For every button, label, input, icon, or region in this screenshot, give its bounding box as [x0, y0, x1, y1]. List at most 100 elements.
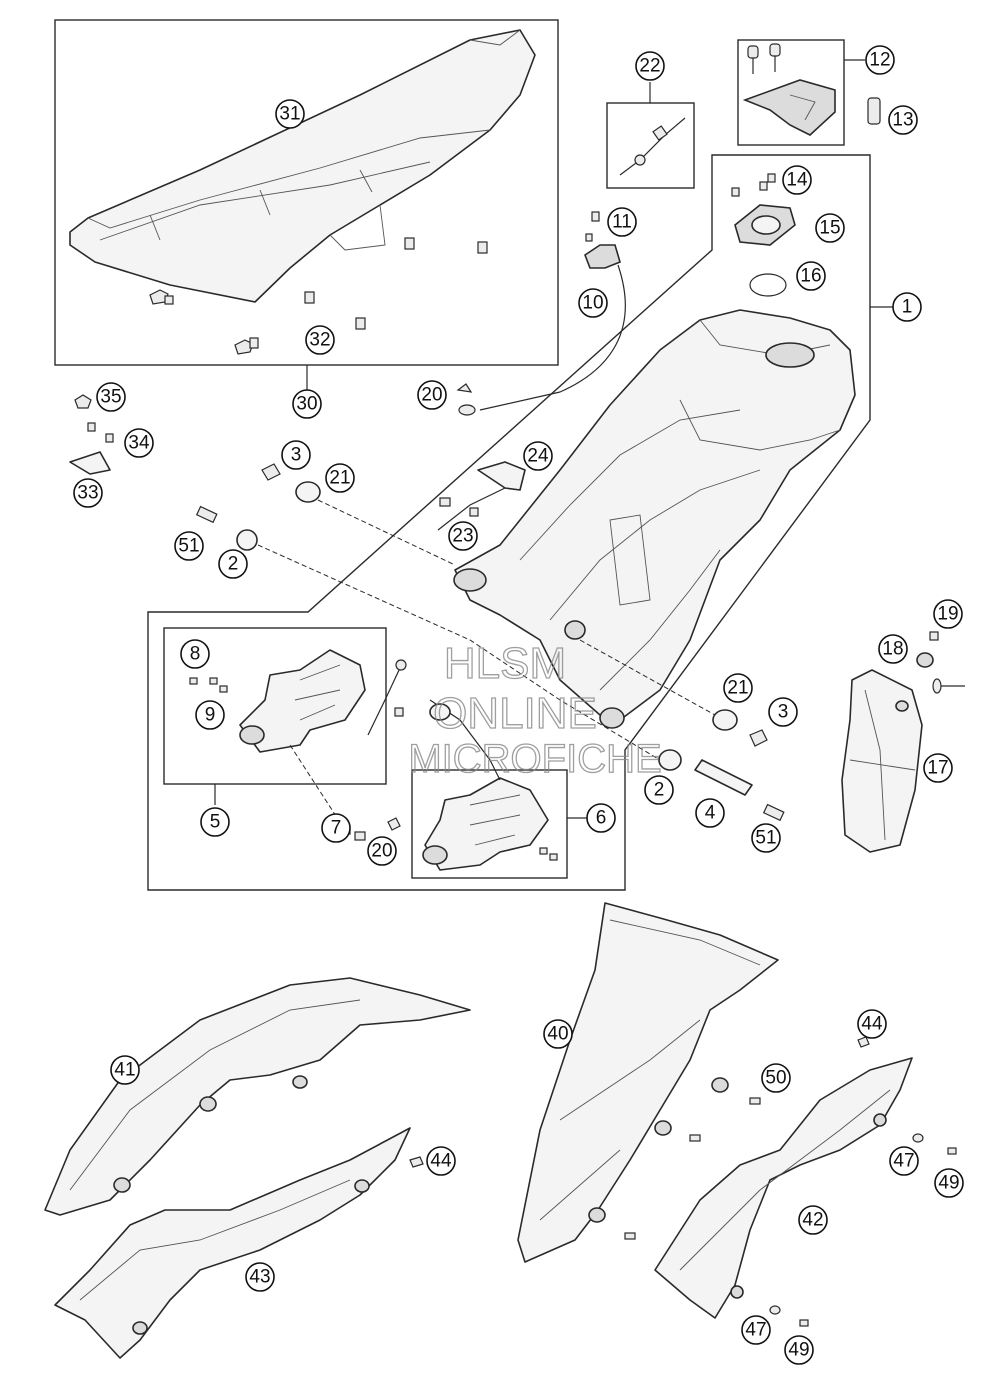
keys	[742, 43, 836, 136]
svg-text:32: 32	[309, 330, 330, 351]
callout-51: 51	[751, 823, 781, 853]
fuel-tank	[453, 309, 856, 729]
tank-cap-screws	[731, 173, 776, 197]
callout-42: 42	[798, 1205, 828, 1235]
svg-text:9: 9	[205, 705, 216, 726]
svg-text:33: 33	[77, 483, 98, 504]
callout-51: 51	[174, 531, 204, 561]
shield-small-parts	[189, 677, 404, 717]
callout-17: 17	[923, 753, 953, 783]
svg-text:19: 19	[937, 604, 958, 625]
callout-1: 1	[892, 292, 922, 322]
callout-35: 35	[96, 382, 126, 412]
svg-text:5: 5	[210, 812, 221, 833]
o-ring	[749, 273, 787, 297]
lock-cylinder	[867, 97, 881, 125]
callout-8: 8	[180, 639, 210, 669]
shield-subgroup-frame	[163, 627, 387, 785]
svg-text:12: 12	[869, 50, 890, 71]
callout-18: 18	[878, 634, 908, 664]
svg-text:40: 40	[547, 1024, 568, 1045]
callout-7: 7	[321, 813, 351, 843]
mount-hardware	[195, 463, 785, 822]
svg-text:51: 51	[178, 536, 199, 557]
svg-text:11: 11	[612, 212, 632, 233]
svg-text:49: 49	[938, 1173, 959, 1194]
svg-text:1: 1	[902, 297, 913, 318]
svg-text:16: 16	[800, 266, 821, 287]
svg-text:10: 10	[582, 293, 603, 314]
side-panel-right	[654, 1036, 957, 1327]
callout-40: 40	[543, 1019, 573, 1049]
bracket-parts	[69, 394, 114, 475]
callout-2: 2	[218, 549, 248, 579]
shroud-center	[517, 902, 779, 1263]
svg-text:7: 7	[331, 818, 342, 839]
callout-14: 14	[782, 165, 812, 195]
svg-text:17: 17	[927, 758, 948, 779]
svg-text:8: 8	[190, 644, 201, 665]
svg-text:2: 2	[228, 554, 239, 575]
callout-9: 9	[195, 700, 225, 730]
callout-11: 11	[607, 207, 637, 237]
seat	[69, 29, 536, 303]
tank-group-frame	[147, 154, 871, 891]
svg-text:20: 20	[371, 841, 392, 862]
svg-text:31: 31	[279, 104, 300, 125]
callout-13: 13	[888, 105, 918, 135]
callout-5: 5	[200, 807, 230, 837]
callout-19: 19	[933, 599, 963, 629]
svg-text:22: 22	[639, 56, 660, 77]
svg-text:6: 6	[596, 808, 607, 829]
svg-text:24: 24	[527, 446, 549, 467]
callout-47: 47	[889, 1146, 919, 1176]
callout-23: 23	[448, 521, 478, 551]
callout-21: 21	[325, 463, 355, 493]
svg-text:2: 2	[654, 780, 665, 801]
callout-43: 43	[245, 1262, 275, 1292]
callout-6: 6	[586, 803, 616, 833]
callout-20: 20	[367, 836, 397, 866]
callout-20: 20	[417, 380, 447, 410]
svg-text:44: 44	[861, 1014, 883, 1035]
svg-text:41: 41	[114, 1060, 135, 1081]
callout-50: 50	[761, 1063, 791, 1093]
spoiler-left	[44, 977, 471, 1216]
callout-33: 33	[73, 478, 103, 508]
svg-text:3: 3	[778, 702, 789, 723]
ground-cable	[456, 211, 626, 416]
key-kit-frame	[737, 39, 845, 146]
tank-clamp	[437, 461, 526, 531]
callout-24: 24	[523, 441, 553, 471]
callout-49: 49	[934, 1168, 964, 1198]
callout-4: 4	[695, 798, 725, 828]
svg-text:MICROFICHE: MICROFICHE	[408, 737, 661, 781]
svg-text:51: 51	[755, 828, 776, 849]
svg-text:3: 3	[291, 445, 302, 466]
callout-49: 49	[784, 1335, 814, 1365]
svg-text:20: 20	[421, 385, 442, 406]
callout-2: 2	[644, 775, 674, 805]
svg-text:50: 50	[765, 1068, 786, 1089]
svg-text:47: 47	[893, 1151, 914, 1172]
svg-text:ONLINE: ONLINE	[433, 689, 597, 738]
callout-30: 30	[292, 389, 322, 419]
callout-47: 47	[741, 1315, 771, 1345]
callout-44: 44	[857, 1009, 887, 1039]
heat-shield-right	[422, 777, 558, 871]
callout-44: 44	[426, 1146, 456, 1176]
svg-text:49: 49	[788, 1340, 809, 1361]
callout-41: 41	[110, 1055, 140, 1085]
svg-text:42: 42	[802, 1210, 823, 1231]
callout-15: 15	[815, 213, 845, 243]
watermark: HLSM ONLINE MICROFICHE	[408, 638, 663, 781]
svg-text:35: 35	[100, 387, 121, 408]
svg-text:21: 21	[727, 678, 748, 699]
svg-text:47: 47	[745, 1320, 766, 1341]
svg-text:21: 21	[329, 468, 350, 489]
svg-text:14: 14	[786, 170, 808, 191]
callout-3: 3	[768, 697, 798, 727]
svg-text:13: 13	[892, 110, 913, 131]
callout-22: 22	[635, 51, 665, 81]
svg-text:4: 4	[705, 803, 716, 824]
